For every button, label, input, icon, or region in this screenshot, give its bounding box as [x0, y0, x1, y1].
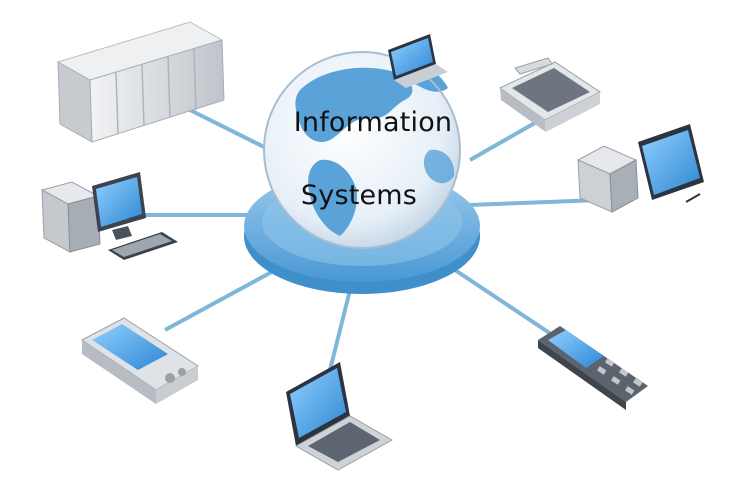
desktop-computer-icon — [576, 124, 704, 213]
pda-icon — [81, 317, 199, 404]
globe-icon — [263, 51, 461, 249]
link-pda — [164, 260, 291, 332]
title-line-information: Information — [293, 107, 453, 138]
laptop-icon — [388, 34, 448, 88]
mobile-phone-icon — [538, 326, 648, 410]
link-desktop-right — [469, 198, 601, 207]
server-rack-icon — [56, 21, 225, 143]
laptop-icon — [286, 362, 394, 471]
scanner-icon — [499, 57, 601, 132]
link-laptop-bottom — [328, 289, 352, 371]
title-line-systems: Systems — [300, 180, 418, 211]
link-phone — [453, 268, 562, 342]
link-scanner — [469, 118, 541, 162]
desktop-computer-icon — [40, 172, 178, 260]
